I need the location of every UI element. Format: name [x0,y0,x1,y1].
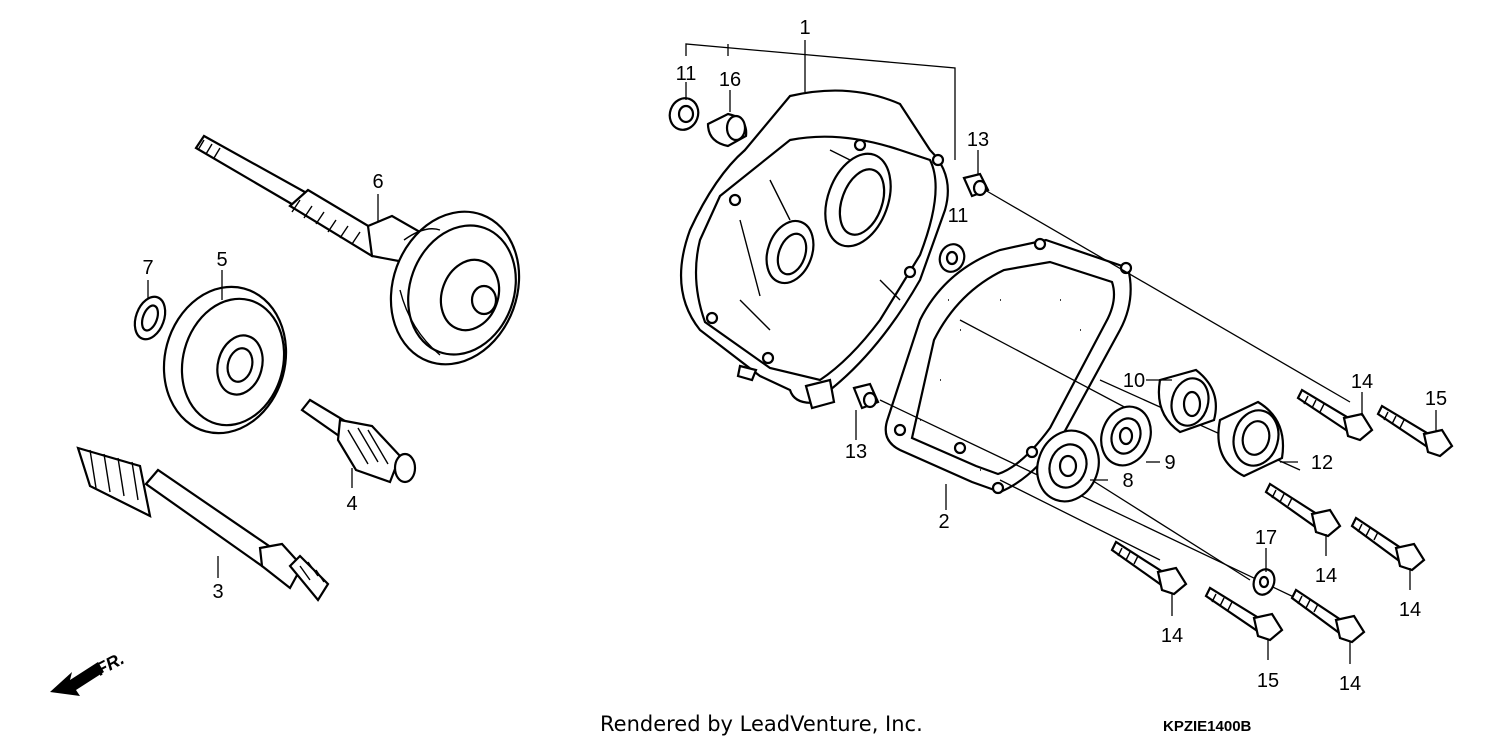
shaft-gear-6[interactable] [194,134,540,383]
callout-15-a: 15 [1425,388,1447,410]
callout-14-d: 14 [1161,625,1183,647]
oil-seal-11-lower[interactable] [936,241,968,276]
collar-16[interactable] [706,112,748,148]
callout-6: 6 [372,171,383,193]
pinion-shaft-4[interactable] [300,398,417,484]
bearing-10[interactable] [1157,368,1217,434]
bolt-14-c[interactable] [1350,516,1426,572]
callout-12: 12 [1311,452,1333,474]
render-credit: Rendered by LeadVenture, Inc. [600,712,923,736]
front-direction-arrow-icon [50,662,104,696]
callout-14-e: 14 [1339,673,1361,695]
oil-seal-11-upper[interactable] [665,94,702,134]
dowel-pin-13-upper[interactable] [962,172,990,198]
washer-7[interactable] [129,293,170,344]
oil-seal-12[interactable] [1217,400,1284,478]
callout-7: 7 [142,257,153,279]
transmission-cover-1[interactable] [680,89,949,410]
bearing-8[interactable] [1027,422,1108,510]
callout-13-lower: 13 [845,441,867,463]
bolt-14-d[interactable] [1110,540,1188,596]
callout-13-upper: 13 [967,129,989,151]
diagram-code: KPZIE1400B [1163,718,1252,735]
callout-17: 17 [1255,527,1277,549]
callout-16: 16 [719,69,741,91]
callout-8: 8 [1122,470,1133,492]
bolt-14-a[interactable] [1296,388,1374,442]
bolt-14-b[interactable] [1264,482,1342,538]
bolt-15-b[interactable] [1204,586,1284,642]
shaft-3[interactable] [76,446,330,602]
callout-15-b: 15 [1257,670,1279,692]
gear-5[interactable] [148,273,302,447]
bolt-14-e[interactable] [1290,588,1366,644]
callout-2: 2 [938,511,949,533]
washer-17[interactable] [1250,566,1278,597]
callout-3: 3 [212,581,223,603]
callout-11-lower: 11 [948,205,969,227]
dowel-pin-13-lower[interactable] [852,382,880,410]
callout-4: 4 [346,493,357,515]
callout-14-a: 14 [1351,371,1373,393]
bearing-9[interactable] [1093,400,1159,473]
callout-5: 5 [216,249,227,271]
bolt-15-a[interactable] [1376,404,1454,458]
callout-14-b: 14 [1315,565,1337,587]
gasket-2[interactable] [884,237,1133,495]
callout-10: 10 [1123,370,1145,392]
callout-11-upper: 11 [676,63,697,85]
callout-9: 9 [1164,452,1175,474]
callout-1: 1 [799,17,810,39]
callout-14-c: 14 [1399,599,1421,621]
